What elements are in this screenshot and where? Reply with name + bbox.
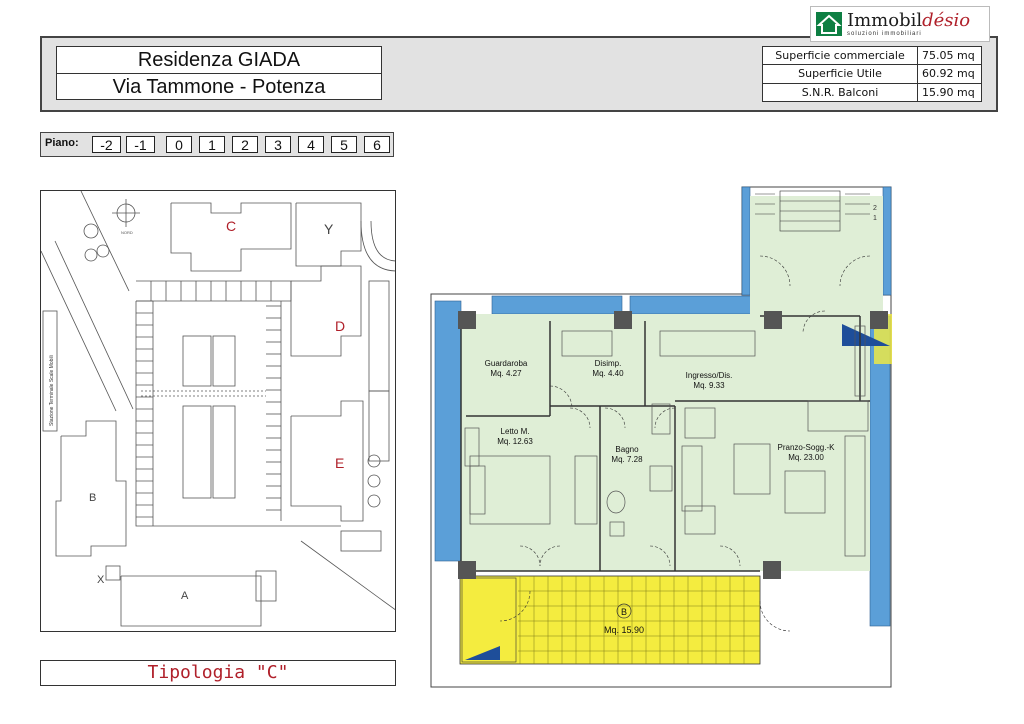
room-name: Letto M. bbox=[501, 427, 530, 436]
room-name: Ingresso/Dis. bbox=[686, 371, 733, 380]
logo-tagline: soluzioni immobiliari bbox=[847, 31, 922, 37]
floor-plan: 3 2 1 Guardaroba Mq. 4.27 Disimp. Mq. 4.… bbox=[430, 186, 987, 688]
stair-number: 1 bbox=[873, 215, 877, 222]
stair-number: 2 bbox=[873, 205, 877, 212]
balcony-area: Mq. 15.90 bbox=[604, 625, 644, 635]
room-area: Mq. 23.00 bbox=[788, 453, 824, 462]
room-area: Mq. 7.28 bbox=[611, 455, 643, 464]
room-name: Pranzo-Sogg.-K bbox=[778, 443, 836, 452]
apartment-type-label: Tipologia "C" bbox=[40, 660, 396, 686]
room-area: Mq. 4.40 bbox=[592, 369, 624, 378]
site-plan: C Y D E B A X NORD Stazione Terminale Sc… bbox=[40, 190, 396, 632]
area-row: Superficie commerciale 75.05 mq bbox=[762, 45, 982, 66]
building-label-c: C bbox=[226, 218, 236, 234]
side-strip-label: Stazione Terminale Scale Mobili bbox=[49, 355, 55, 426]
building-label-e: E bbox=[335, 455, 344, 471]
floor-button[interactable]: 0 bbox=[166, 136, 192, 153]
floor-button[interactable]: 2 bbox=[232, 136, 258, 153]
floor-button[interactable]: -2 bbox=[92, 136, 121, 153]
north-label: NORD bbox=[121, 230, 133, 235]
area-label: Superficie Utile bbox=[762, 64, 918, 84]
logo-name: Immobildésio bbox=[847, 10, 971, 31]
floor-button[interactable]: 6 bbox=[364, 136, 390, 153]
room-name: Bagno bbox=[615, 445, 639, 454]
area-value: 60.92 mq bbox=[917, 64, 982, 84]
building-label-b: B bbox=[89, 492, 96, 504]
building-label-d: D bbox=[335, 318, 345, 334]
floor-button[interactable]: 3 bbox=[265, 136, 291, 153]
building-label-y: Y bbox=[324, 221, 334, 237]
floor-button[interactable]: 1 bbox=[199, 136, 225, 153]
room-area: Mq. 12.63 bbox=[497, 437, 533, 446]
balcony-letter: B bbox=[621, 607, 627, 617]
floor-selector: Piano: -2 -1 0 1 2 3 4 5 6 bbox=[40, 132, 394, 157]
title-box: Residenza GIADA Via Tammone - Potenza bbox=[56, 46, 382, 100]
area-label: S.N.R. Balconi bbox=[762, 82, 918, 103]
room-name: Disimp. bbox=[595, 359, 622, 368]
logo-house-icon bbox=[816, 12, 842, 36]
building-label-a: A bbox=[181, 590, 189, 602]
room-area: Mq. 4.27 bbox=[490, 369, 522, 378]
floor-plan-drawing: 3 2 1 Guardaroba Mq. 4.27 Disimp. Mq. 4.… bbox=[430, 186, 987, 688]
building-address: Via Tammone - Potenza bbox=[112, 76, 326, 98]
room-name: Guardaroba bbox=[485, 359, 528, 368]
building-label-x: X bbox=[97, 574, 105, 586]
floor-button[interactable]: 4 bbox=[298, 136, 324, 153]
area-row: S.N.R. Balconi 15.90 mq bbox=[762, 82, 982, 103]
area-table: Superficie commerciale 75.05 mq Superfic… bbox=[762, 45, 982, 103]
area-value: 75.05 mq bbox=[917, 45, 982, 66]
floor-button[interactable]: -1 bbox=[126, 136, 155, 153]
site-plan-drawing: C Y D E B A X NORD Stazione Terminale Sc… bbox=[41, 191, 395, 627]
area-row: Superficie Utile 60.92 mq bbox=[762, 64, 982, 84]
room-area: Mq. 9.33 bbox=[693, 381, 725, 390]
building-title: Residenza GIADA bbox=[57, 47, 381, 74]
floor-selector-label: Piano: bbox=[45, 137, 79, 149]
floor-button[interactable]: 5 bbox=[331, 136, 357, 153]
area-value: 15.90 mq bbox=[917, 82, 982, 103]
area-label: Superficie commerciale bbox=[762, 45, 918, 66]
company-logo[interactable]: Immobildésio soluzioni immobiliari bbox=[810, 6, 990, 42]
